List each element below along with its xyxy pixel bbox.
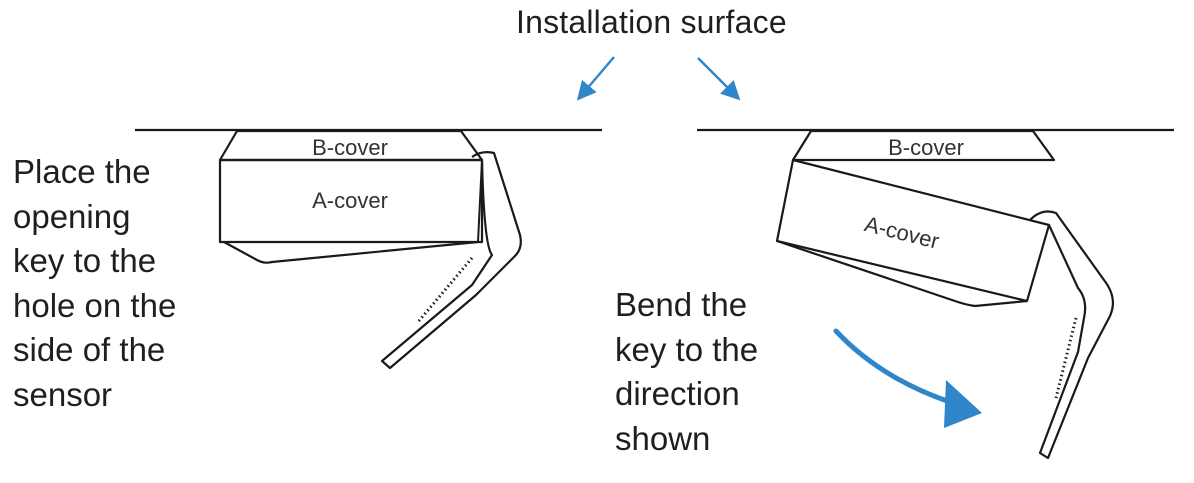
key-teeth-right [1054, 317, 1078, 399]
installation-surface-title: Installation surface [516, 4, 787, 40]
instruction-line: direction [615, 375, 740, 412]
instruction-line: key to the [615, 330, 759, 368]
pointer-arrow-right [697, 57, 741, 101]
a-cover-label-right: A-cover [862, 211, 942, 254]
opening-key-right [1029, 210, 1115, 460]
b-cover-label-right: B-cover [888, 135, 964, 160]
pointer-arrow-left [576, 56, 615, 101]
bend-direction-arrow [833, 328, 982, 428]
instruction-line: hole on the [13, 286, 177, 324]
a-cover-label-left: A-cover [312, 188, 388, 213]
a-cover-bottom-lip-right [776, 239, 1028, 308]
instruction-line: Place the [13, 153, 151, 190]
instruction-step-1: Place the opening key to the hole on the… [13, 150, 176, 417]
sensor-left [218, 129, 522, 370]
instruction-line: Bend the [615, 286, 748, 323]
instruction-line: side of the [13, 331, 166, 368]
instruction-line: sensor [13, 375, 113, 413]
sensor-right [775, 129, 1115, 460]
b-cover-right [791, 129, 1056, 162]
opening-key-left [380, 151, 522, 370]
key-teeth-left [416, 257, 474, 323]
instruction-line: opening [13, 197, 131, 235]
instruction-step-2: Bend the key to the direction shown [615, 283, 758, 461]
a-cover-bottom-lip-left [223, 240, 479, 264]
a-cover-left [218, 158, 484, 244]
b-cover-label-left: B-cover [312, 135, 388, 160]
instruction-line: key to the [13, 242, 157, 279]
instruction-line: shown [615, 419, 711, 457]
